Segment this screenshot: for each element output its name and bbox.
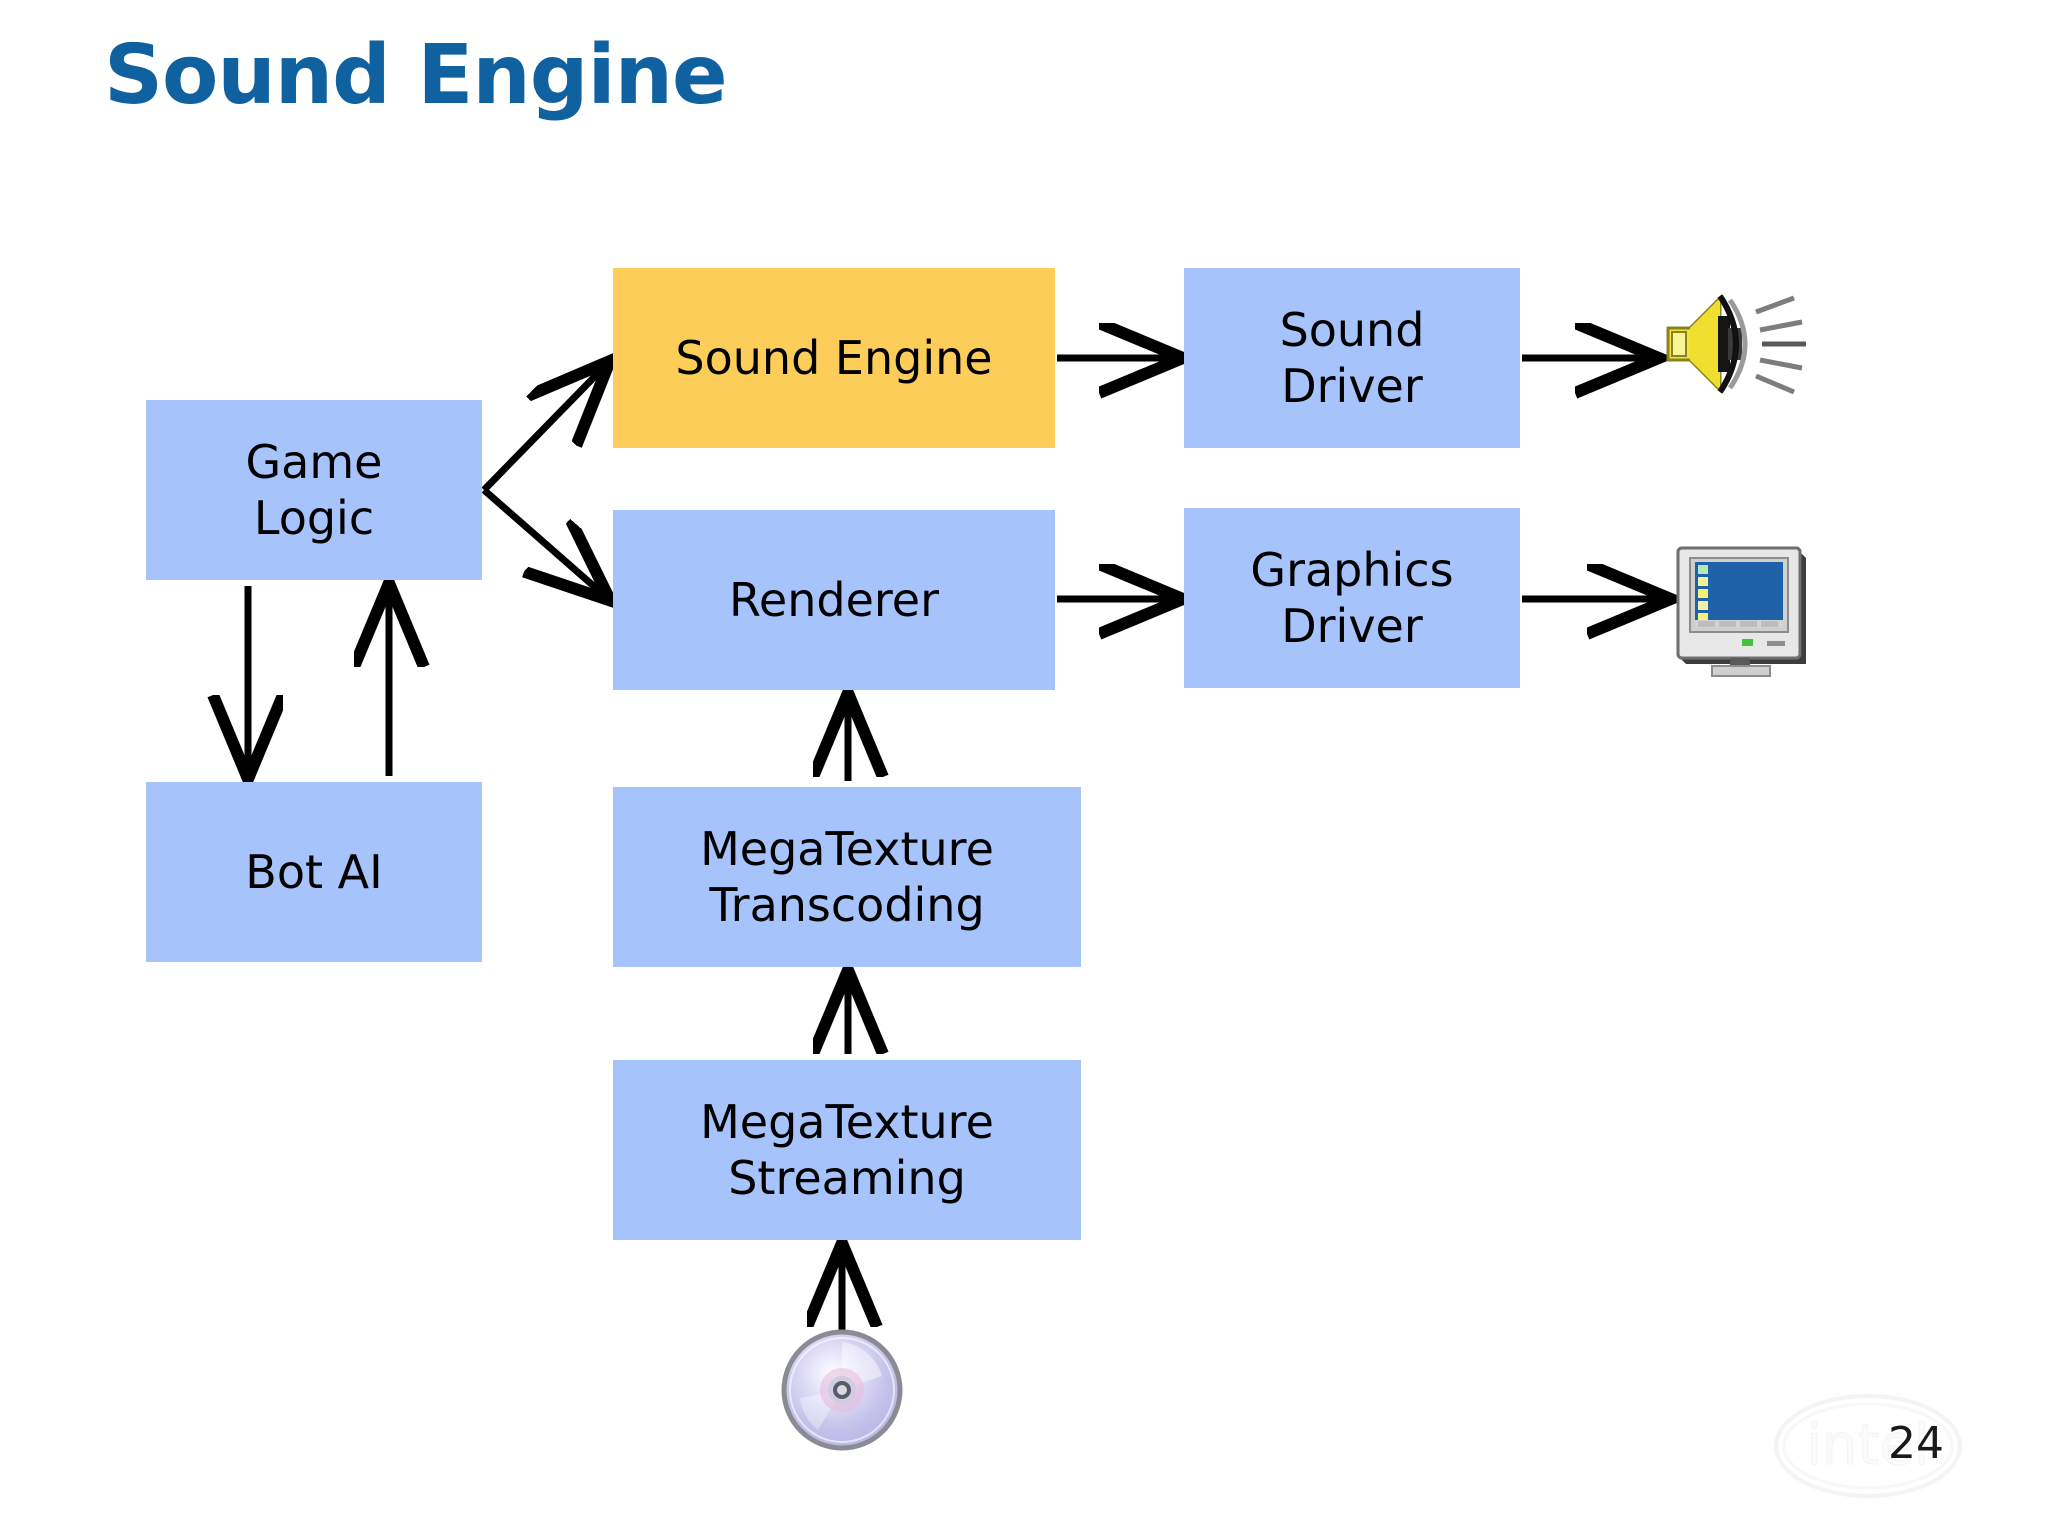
node-graphics-driver[interactable]: Graphics Driver <box>1184 508 1520 688</box>
node-bot-ai[interactable]: Bot AI <box>146 782 482 962</box>
edge-gamelogic-to-renderer <box>481 487 605 596</box>
edge-gamelogic-to-soundengine <box>481 366 605 493</box>
monitor-icon <box>1672 540 1812 680</box>
intel-logo-watermark: intel <box>1768 1388 1968 1504</box>
svg-text:intel: intel <box>1806 1413 1929 1478</box>
node-game-logic[interactable]: Game Logic <box>146 400 482 580</box>
node-megatexture-streaming[interactable]: MegaTexture Streaming <box>613 1060 1081 1240</box>
node-renderer[interactable]: Renderer <box>613 510 1055 690</box>
node-sound-driver[interactable]: Sound Driver <box>1184 268 1520 448</box>
page-title: Sound Engine <box>104 28 728 123</box>
page-number: 24 <box>1888 1418 1944 1469</box>
node-sound-engine[interactable]: Sound Engine <box>613 268 1055 448</box>
node-megatexture-transcoding[interactable]: MegaTexture Transcoding <box>613 787 1081 967</box>
speaker-icon <box>1660 282 1812 406</box>
disc-icon <box>778 1326 906 1454</box>
